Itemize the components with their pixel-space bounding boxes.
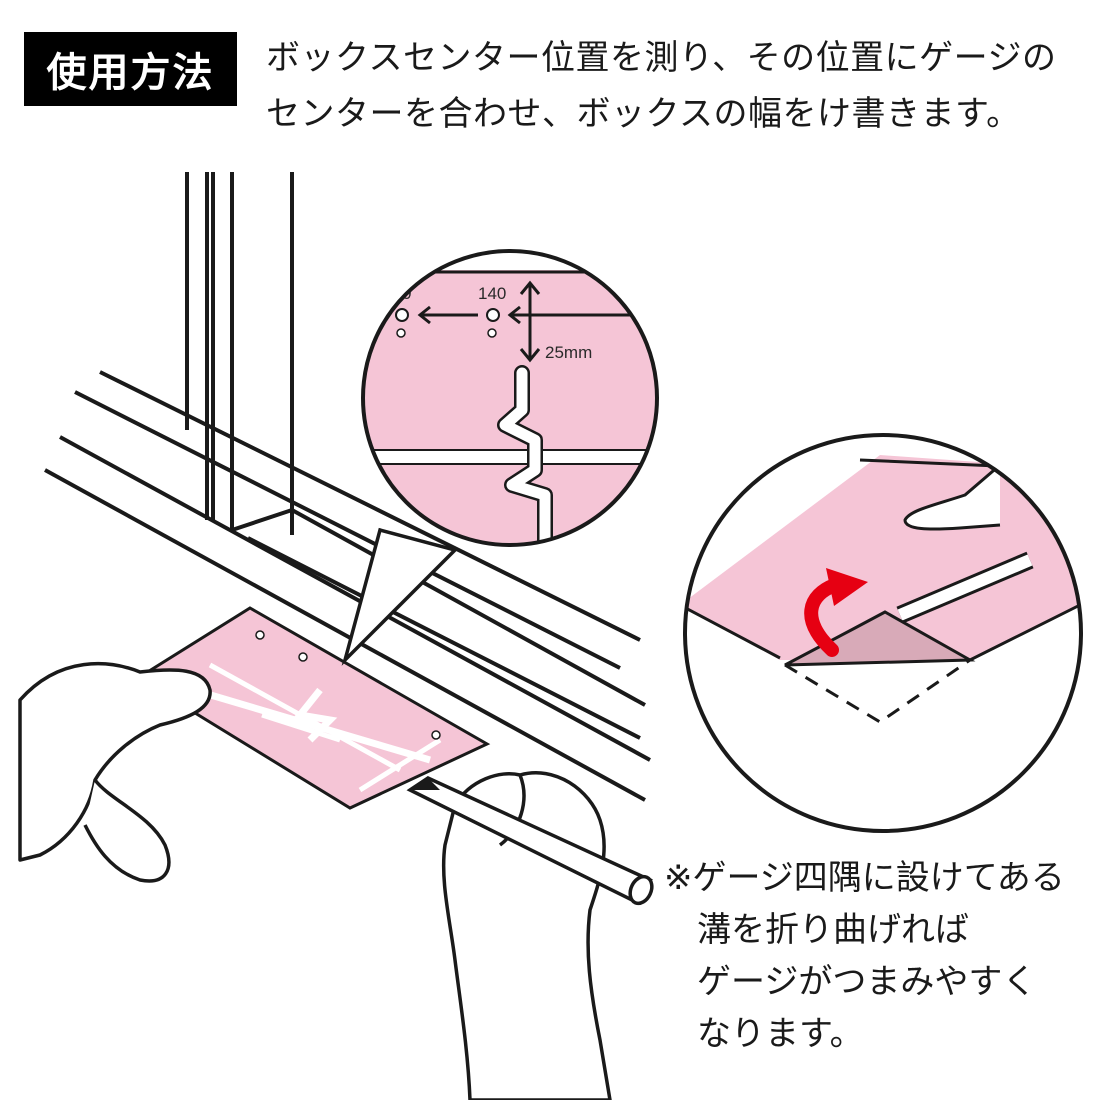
zoom-callout: 140 0 25mm G-CDQ ボ (361, 249, 659, 547)
curved-arrow-icon (804, 568, 868, 657)
note-line-4: なります。 (697, 1014, 864, 1054)
fold-detail-callout (683, 433, 1083, 833)
pen (406, 776, 654, 906)
section-badge: 使用方法 (24, 32, 237, 106)
note-line-2: 溝を折り曲げれば (697, 910, 969, 950)
left-hand (18, 662, 212, 883)
window-frame (44, 172, 651, 802)
note-line-1: ※ゲージ四隅に設けてある (664, 858, 1065, 898)
label-140: 140 (478, 284, 506, 303)
zoom-pointer (341, 527, 459, 666)
instruction-line-1: ボックスセンター位置を測り、その位置にゲージの (266, 38, 1057, 78)
instruction-line-2: センターを合わせ、ボックスの幅をけ書きます。 (266, 94, 1021, 134)
instruction-text: ボックスセンター位置を測り、その位置にゲージの センターを合わせ、ボックスの幅を… (266, 30, 1056, 142)
note-line-3: ゲージがつまみやすく (697, 962, 1037, 1002)
fold-note: ※ゲージ四隅に設けてある 溝を折り曲げれば ゲージがつまみやすく なります。 (664, 852, 1065, 1060)
label-depth: 25mm (545, 343, 592, 362)
section-badge-label: 使用方法 (46, 50, 215, 96)
